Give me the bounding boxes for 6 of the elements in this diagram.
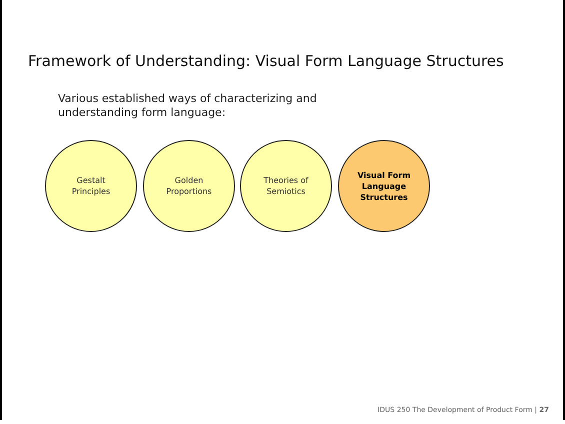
circle-label: Theories of Semiotics xyxy=(262,175,310,197)
slide-title: Framework of Understanding: Visual Form Language Structures xyxy=(28,52,504,70)
circle-label: Golden Proportions xyxy=(165,175,213,197)
circle-label: Gestalt Principles xyxy=(70,175,112,197)
circle-label: Visual Form Language Structures xyxy=(356,170,412,202)
intro-text: Various established ways of characterizing and understanding form language: xyxy=(58,92,318,120)
